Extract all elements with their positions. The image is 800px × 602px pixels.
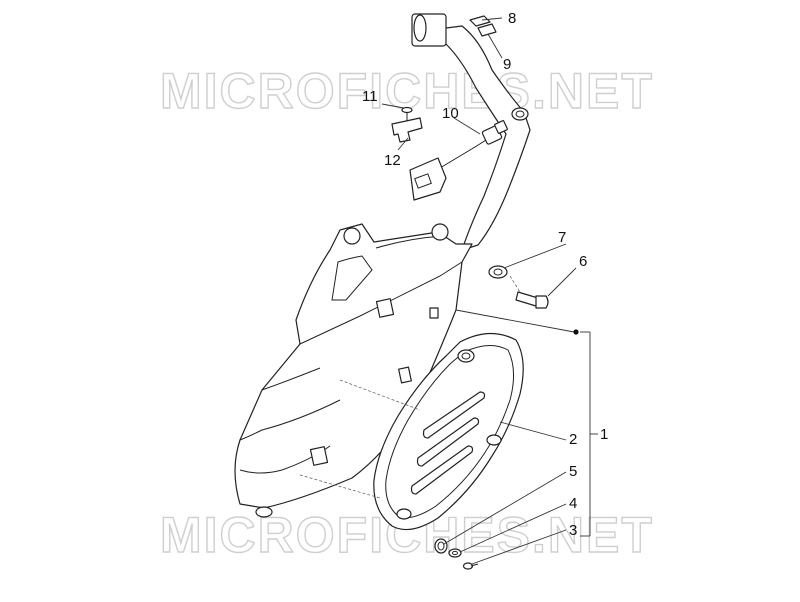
callout-4: 4 [569,495,577,512]
gasket-part-8 [469,15,491,27]
heat-shield-part-2 [373,332,524,531]
washer-part-7 [488,265,508,279]
callout-5: 5 [569,463,577,480]
callout-11: 11 [362,88,378,105]
callout-7: 7 [558,229,566,246]
leader-lines [381,17,598,565]
callout-3: 3 [569,522,577,539]
callout-9: 9 [503,56,511,73]
exhaust-pipe [411,13,531,251]
dash-line-c [509,275,521,293]
lambda-sensor-part-10 [409,120,508,201]
callout-8: 8 [508,10,516,27]
bolt-part-6 [515,291,549,309]
silencer-body [234,223,473,518]
callout-6: 6 [579,253,587,270]
callout-12: 12 [384,152,401,169]
dash-line-b [339,379,421,411]
washer-part-4 [448,548,462,558]
bracket-part-12 [391,117,423,143]
dash-line-a [299,474,381,499]
callout-10: 10 [442,105,459,122]
rubber-part-5 [434,538,448,554]
callout-2: 2 [569,431,577,448]
clip-part-9 [477,23,497,37]
screw-part-3 [462,562,479,570]
callout-1: 1 [600,426,608,443]
